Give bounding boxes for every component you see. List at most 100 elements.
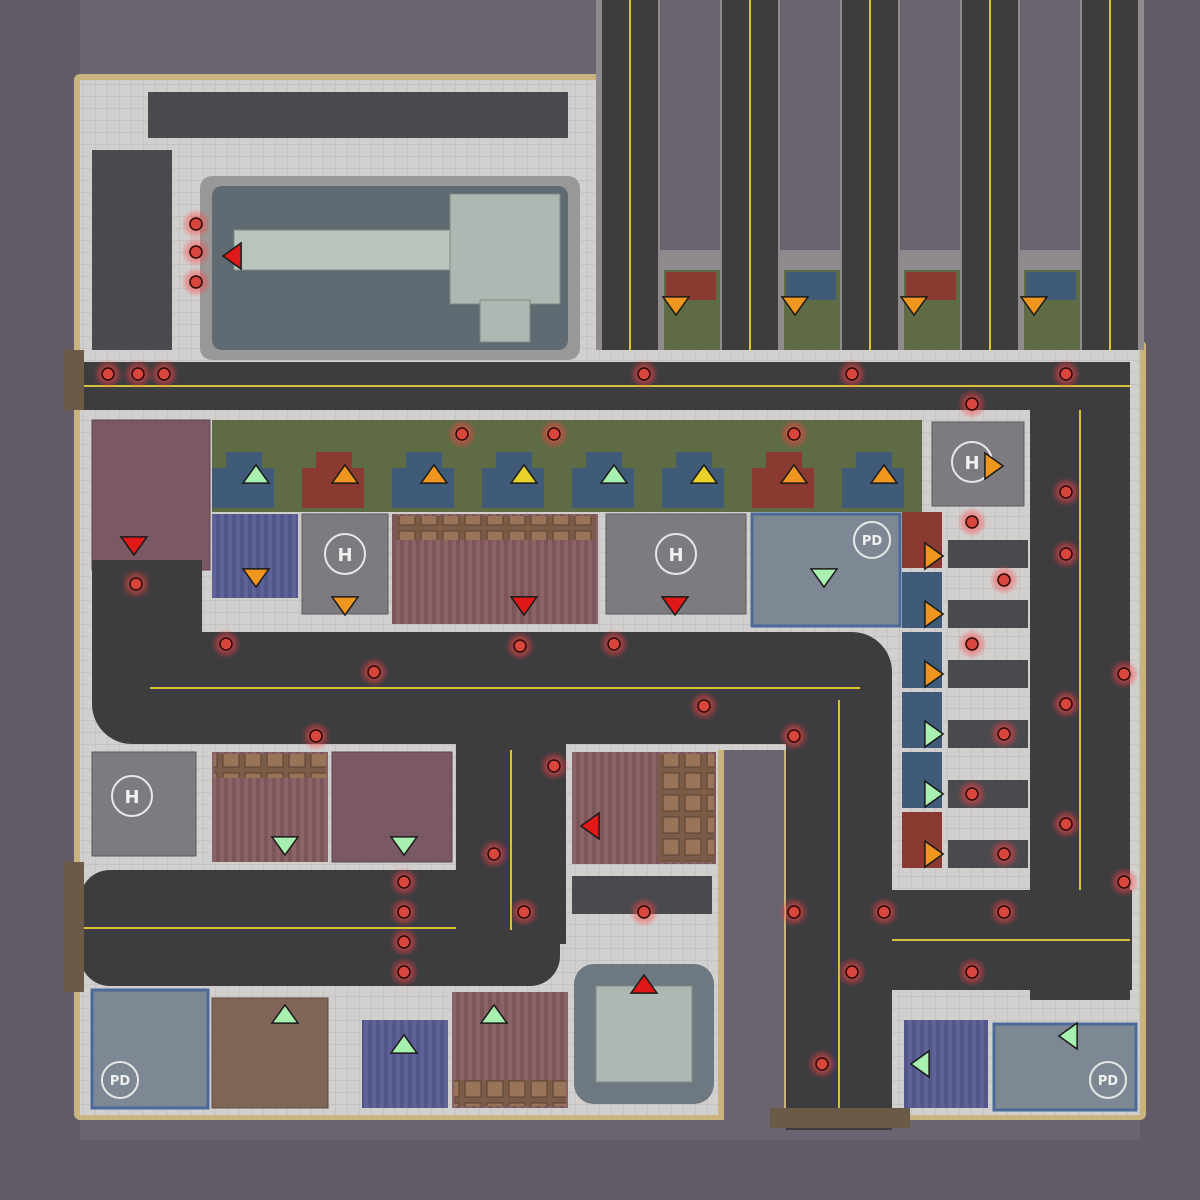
- zombie-enemy[interactable]: [539, 751, 569, 781]
- zombie-enemy[interactable]: [211, 629, 241, 659]
- green-down-spawn-marker[interactable]: [270, 836, 300, 857]
- green-down-spawn-marker[interactable]: [809, 568, 839, 589]
- zombie-enemy[interactable]: [779, 897, 809, 927]
- zombie-enemy[interactable]: [989, 839, 1019, 869]
- zombie-enemy[interactable]: [807, 1049, 837, 1079]
- zombie-enemy[interactable]: [359, 657, 389, 687]
- orange-up-spawn-marker[interactable]: [419, 463, 449, 484]
- house-row: [212, 452, 904, 508]
- green-up-spawn-marker[interactable]: [241, 463, 271, 484]
- orange-up-spawn-marker[interactable]: [779, 463, 809, 484]
- yellow-up-spawn-marker[interactable]: [509, 463, 539, 484]
- zombie-enemy[interactable]: [181, 209, 211, 239]
- zombie-enemy[interactable]: [389, 957, 419, 987]
- orange-down-spawn-marker[interactable]: [1019, 296, 1049, 317]
- orange-right-spawn-marker[interactable]: [924, 839, 945, 869]
- zombie-enemy[interactable]: [957, 779, 987, 809]
- orange-right-spawn-marker[interactable]: [924, 659, 945, 689]
- zombie-enemy[interactable]: [1051, 477, 1081, 507]
- orange-right-spawn-marker[interactable]: [924, 541, 945, 571]
- zombie-enemy[interactable]: [837, 957, 867, 987]
- zombie-enemy[interactable]: [505, 631, 535, 661]
- orange-down-spawn-marker[interactable]: [780, 296, 810, 317]
- red-down-spawn-marker[interactable]: [119, 536, 149, 557]
- helipad-circle: [111, 775, 153, 817]
- zombie-enemy[interactable]: [989, 719, 1019, 749]
- helipad-letter: H: [668, 545, 683, 566]
- helipad-circle: [324, 533, 366, 575]
- orange-right-spawn-marker[interactable]: [924, 599, 945, 629]
- orange-down-spawn-marker[interactable]: [330, 596, 360, 617]
- void-block: [0, 1140, 1200, 1200]
- zombie-enemy[interactable]: [181, 237, 211, 267]
- zombie-enemy[interactable]: [957, 629, 987, 659]
- zombie-enemy[interactable]: [539, 419, 569, 449]
- enemies-layer: [93, 209, 1139, 1079]
- zombie-enemy[interactable]: [181, 267, 211, 297]
- zombie-enemy[interactable]: [149, 359, 179, 389]
- helipad-letter: H: [337, 545, 352, 566]
- mauve-building: [331, 751, 453, 863]
- zombie-enemy[interactable]: [389, 867, 419, 897]
- helipad-letter: H: [124, 787, 139, 808]
- orange-down-spawn-marker[interactable]: [661, 296, 691, 317]
- zombie-enemy[interactable]: [957, 389, 987, 419]
- red-down-spawn-marker[interactable]: [509, 596, 539, 617]
- green-left-spawn-marker[interactable]: [909, 1049, 930, 1079]
- red-left-spawn-marker[interactable]: [221, 241, 242, 271]
- zombie-enemy[interactable]: [479, 839, 509, 869]
- zombie-enemy[interactable]: [629, 897, 659, 927]
- glass-corridor: [233, 229, 475, 271]
- green-up-spawn-marker[interactable]: [270, 1003, 300, 1024]
- parking-lot: [148, 92, 568, 138]
- helipad-building: [91, 751, 197, 857]
- zombie-enemy[interactable]: [989, 565, 1019, 595]
- parking-lot: [92, 150, 172, 350]
- zombie-enemy[interactable]: [1051, 539, 1081, 569]
- glass-dome: [595, 985, 693, 1083]
- orange-right-spawn-marker[interactable]: [984, 451, 1005, 481]
- red-left-spawn-marker[interactable]: [579, 811, 600, 841]
- zombie-enemy[interactable]: [837, 359, 867, 389]
- zombie-enemy[interactable]: [629, 359, 659, 389]
- zombie-enemy[interactable]: [957, 507, 987, 537]
- green-right-spawn-marker[interactable]: [924, 779, 945, 809]
- zombie-enemy[interactable]: [689, 691, 719, 721]
- orange-down-spawn-marker[interactable]: [241, 568, 271, 589]
- yellow-up-spawn-marker[interactable]: [689, 463, 719, 484]
- orange-up-spawn-marker[interactable]: [869, 463, 899, 484]
- green-down-spawn-marker[interactable]: [389, 836, 419, 857]
- police-label: PD: [1098, 1074, 1119, 1089]
- house-column: [902, 512, 942, 868]
- orange-down-spawn-marker[interactable]: [899, 296, 929, 317]
- zombie-enemy[interactable]: [1051, 809, 1081, 839]
- green-right-spawn-marker[interactable]: [924, 719, 945, 749]
- helipad-building: [931, 421, 1025, 507]
- zombie-enemy[interactable]: [869, 897, 899, 927]
- zombie-enemy[interactable]: [389, 927, 419, 957]
- zombie-enemy[interactable]: [1109, 867, 1139, 897]
- zombie-enemy[interactable]: [1051, 689, 1081, 719]
- zombie-enemy[interactable]: [301, 721, 331, 751]
- zombie-enemy[interactable]: [1109, 659, 1139, 689]
- zombie-enemy[interactable]: [779, 721, 809, 751]
- green-up-spawn-marker[interactable]: [389, 1033, 419, 1054]
- zombie-enemy[interactable]: [509, 897, 539, 927]
- zombie-enemy[interactable]: [989, 897, 1019, 927]
- zombie-enemy[interactable]: [447, 419, 477, 449]
- green-left-spawn-marker[interactable]: [1057, 1021, 1078, 1051]
- green-up-spawn-marker[interactable]: [479, 1003, 509, 1024]
- zombie-enemy[interactable]: [121, 569, 151, 599]
- red-down-spawn-marker[interactable]: [660, 596, 690, 617]
- zombie-enemy[interactable]: [123, 359, 153, 389]
- zombie-enemy[interactable]: [93, 359, 123, 389]
- zombie-enemy[interactable]: [1051, 359, 1081, 389]
- zombie-enemy[interactable]: [599, 629, 629, 659]
- red-up-spawn-marker[interactable]: [629, 973, 659, 994]
- zombie-enemy[interactable]: [389, 897, 419, 927]
- zombie-enemy[interactable]: [957, 957, 987, 987]
- helipad-letter: H: [964, 453, 979, 474]
- orange-up-spawn-marker[interactable]: [330, 463, 360, 484]
- green-up-spawn-marker[interactable]: [599, 463, 629, 484]
- zombie-enemy[interactable]: [779, 419, 809, 449]
